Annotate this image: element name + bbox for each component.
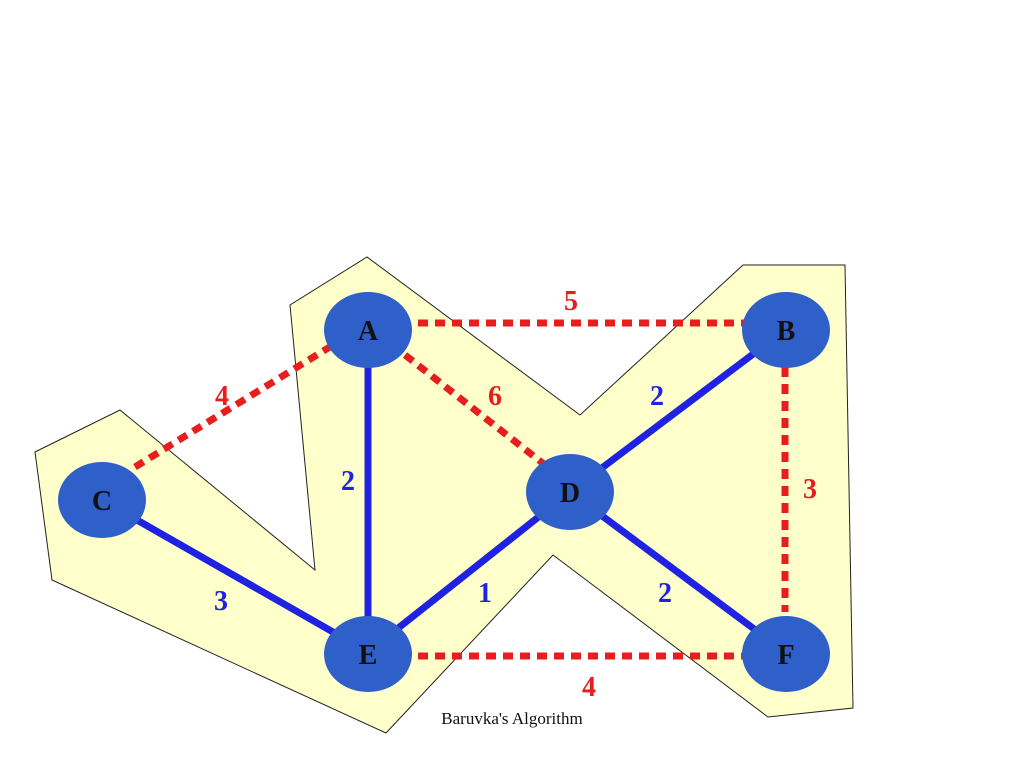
edge-e-d [365,489,573,655]
node-d: D [526,454,614,530]
weight-c-a: 4 [215,381,229,412]
edge-a-d [402,352,548,468]
node-c-label: C [92,486,112,517]
weight-e-f: 4 [582,672,596,703]
node-e: E [324,616,412,692]
edge-c-e [100,496,370,656]
weight-a-d: 6 [488,381,502,412]
node-b-label: B [777,316,796,347]
edge-d-f [567,489,788,655]
node-a: A [324,292,412,368]
caption: Baruvka's Algorithm [441,709,582,728]
weight-c-e: 3 [214,586,228,617]
component-region-left [34,256,854,734]
node-e-label: E [359,640,378,671]
weight-d-f: 2 [658,578,672,609]
node-b: B [742,292,830,368]
edge-d-b [567,327,788,495]
node-d-label: D [560,478,580,509]
weight-a-b: 5 [564,286,578,317]
node-c: C [58,462,146,538]
weight-d-b: 2 [650,381,664,412]
weight-a-e: 2 [341,466,355,497]
weight-b-f: 3 [803,474,817,505]
node-f-label: F [777,640,794,671]
edge-c-a [133,342,335,470]
weight-e-d: 1 [478,578,492,609]
node-a-label: A [358,316,379,347]
node-f: F [742,616,830,692]
